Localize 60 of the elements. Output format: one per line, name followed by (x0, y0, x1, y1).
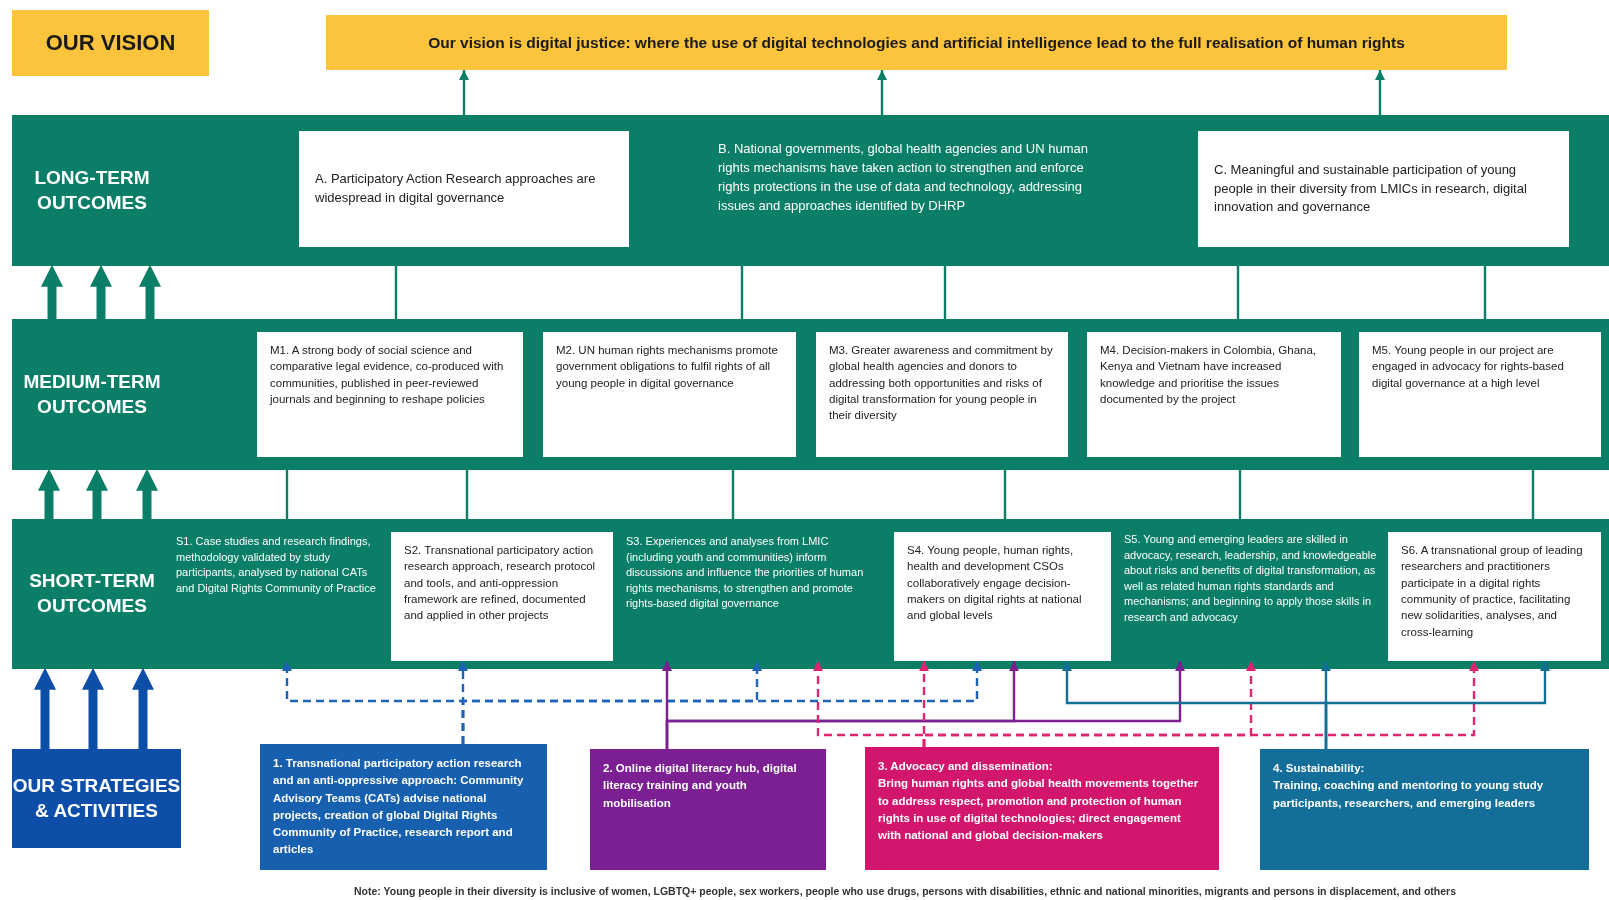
strategy-box (1260, 749, 1589, 870)
thick-arrow (136, 468, 158, 519)
outcome-text: S1. Case studies and research findings, methodology validated by study participants, analysed by national CATs and Digital Rights Community of Practice (176, 534, 377, 596)
thick-arrow (90, 264, 112, 319)
box-text: S2. Transnational participatory action research approach, research protocol and tools, and anti-oppression framework are refined, documented and applied in other projects (404, 543, 597, 624)
outcome-box (391, 532, 613, 661)
note-text: Note: Young people in their diversity is inclusive of women, LGBTQ+ people, sex workers, people who use drugs, persons with disabilities, ethnic and national minorities, migrants and persons in displacement, and others (354, 885, 1458, 897)
band-label: MEDIUM-TERM OUTCOMES (22, 369, 162, 419)
outcome-box (543, 332, 796, 457)
box-text: Our vision is digital justice: where the use of digital technologies and artificial intelligence lead to the full realisation of human rights (428, 33, 1405, 52)
arrow (1324, 661, 1550, 749)
strategy-box (865, 747, 1219, 870)
thick-arrow (41, 264, 63, 319)
outcome-box (257, 332, 523, 457)
box-text: S4. Young people, human rights, health and development CSOs collaboratively engage decision-makers on digital rights at national and global levels (907, 543, 1083, 624)
thick-arrow (86, 468, 108, 519)
box-text: OUR VISION (45, 30, 176, 56)
outcome-band (12, 319, 1609, 470)
outcome-box (1359, 332, 1601, 457)
outcome-box (894, 532, 1111, 661)
outcome-box (1087, 332, 1341, 457)
box-text: M5. Young people in our project are engaged in advocacy for rights-based digital governance at a high level (1372, 343, 1565, 391)
box-text: M4. Decision-makers in Colombia, Ghana, Kenya and Vietnam have increased knowledge and prioritise the issues documented by the project (1100, 343, 1318, 407)
outcome-band (12, 115, 1609, 266)
box-text: 2. Online digital literacy hub, digital literacy training and youth mobilisation (603, 761, 798, 811)
box-text: A. Participatory Action Research approaches are widespread in digital governance (315, 170, 597, 207)
box-heading: 4. Sustainability: (1273, 761, 1366, 776)
box-text: OUR STRATEGIES & ACTIVITIES (12, 773, 181, 823)
strategy-box (590, 749, 826, 870)
outcome-text: B. National governments, global health agencies and UN human rights mechanisms have taken action to strengthen and enforce rights protections in the use of data and technology, addressing issues and approaches identified by DHRP (718, 140, 1089, 215)
outcome-text: S5. Young and emerging leaders are skilled in advocacy, research, leadership, and knowledgeable about risks and benefits of digital transformation, as well as related human rights standards and mechanisms; and beginning to apply those skills in research and advocacy (1124, 532, 1378, 626)
outcome-box (299, 131, 629, 247)
strategy-box (260, 744, 547, 870)
vision-label-box (12, 10, 209, 76)
outcome-box (1198, 131, 1569, 247)
arrow (665, 661, 1185, 749)
thick-arrow (38, 468, 60, 519)
box-text: Training, coaching and mentoring to young study participants, researchers, and emerging leaders (1273, 778, 1545, 811)
dashed-arrow (461, 661, 982, 744)
strategies-label-box (12, 749, 181, 848)
box-text: M3. Greater awareness and commitment by global health agencies and donors to addressing both opportunities and risks of digital transformation for young people in their diversity (829, 343, 1054, 424)
outcome-box (816, 332, 1068, 457)
thick-arrow (139, 264, 161, 319)
box-text: C. Meaningful and sustainable participation of young people in their diversity from LMICs in research, digital innovation and governance (1214, 160, 1528, 217)
box-text: 1. Transnational participatory action research and an anti-oppressive approach: Community Advisory Teams (CATs) advise national projects, creation of global Digital Rights Community of Practice, research report and articles (273, 756, 525, 858)
box-text: M2. UN human rights mechanisms promote government obligations to fulfil rights of all young people in digital governance (556, 343, 779, 391)
band-label: LONG-TERM OUTCOMES (33, 165, 151, 215)
box-text: M1. A strong body of social science and comparative legal evidence, co-produced with communities, published in peer-reviewed journals and beginning to reshape policies (270, 343, 505, 407)
outcome-text: S3. Experiences and analyses from LMIC (including youth and communities) inform discussions and influence the priorities of human rights mechanisms, to strengthen and promote rights-based digital governance (626, 534, 865, 612)
thick-arrow (34, 667, 56, 749)
band-label: SHORT-TERM OUTCOMES (28, 569, 156, 618)
box-text: S6. A transnational group of leading researchers and practitioners participate in a digital rights community of practice, facilitating new solidarities, analyses, and cross-learning (1401, 543, 1584, 640)
vision-banner (326, 15, 1507, 70)
box-text: Bring human rights and global health movements together to address respect, promotion and protection of human rights in use of digital technologies; direct engagement with national and global decision-makers (878, 776, 1200, 843)
thick-arrow (82, 667, 104, 749)
outcome-box (1388, 532, 1601, 661)
outcome-band (12, 519, 1609, 669)
thick-arrow (132, 667, 154, 749)
dashed-arrow (922, 661, 1479, 747)
box-heading: 3. Advocacy and dissemination: (878, 759, 1054, 774)
